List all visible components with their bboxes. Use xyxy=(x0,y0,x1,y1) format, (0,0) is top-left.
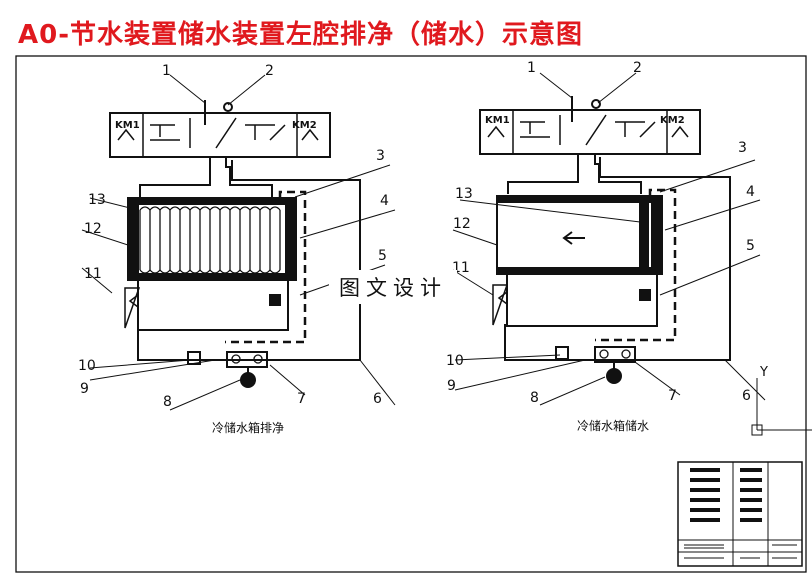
solenoid-valve xyxy=(109,112,331,158)
bellows xyxy=(139,210,281,270)
callout-6: 6 xyxy=(742,388,751,404)
callout-9: 9 xyxy=(447,378,456,394)
sheet-frame xyxy=(15,55,807,573)
callout-12: 12 xyxy=(453,216,471,232)
callout-10: 10 xyxy=(446,353,464,369)
axis-indicator xyxy=(751,378,812,436)
valve-label-km1: KM1 xyxy=(115,120,140,131)
callout-7: 7 xyxy=(668,388,677,404)
dashed-flow-path xyxy=(225,190,307,344)
right-diagram xyxy=(452,72,766,406)
callout-8: 8 xyxy=(163,394,172,410)
title-block xyxy=(677,461,803,567)
callout-2: 2 xyxy=(633,60,642,76)
callout-8: 8 xyxy=(530,390,539,406)
callout-4: 4 xyxy=(380,193,389,209)
callout-2: 2 xyxy=(265,63,274,79)
valve-port-2 xyxy=(223,102,233,112)
callout-13: 13 xyxy=(88,192,106,208)
valve-label-km2: KM2 xyxy=(292,120,317,131)
callout-6: 6 xyxy=(373,391,382,407)
callout-9: 9 xyxy=(80,381,89,397)
callout-10: 10 xyxy=(78,358,96,374)
callout-1: 1 xyxy=(527,60,536,76)
left-diagram xyxy=(81,74,396,411)
watermark-label: 图文设计 xyxy=(329,270,457,304)
water-tank xyxy=(127,197,297,281)
callout-12: 12 xyxy=(84,221,102,237)
axis-y-label: Y xyxy=(759,365,768,380)
dashed-flow-path xyxy=(595,188,677,342)
callout-13: 13 xyxy=(455,186,473,202)
callout-1: 1 xyxy=(162,63,171,79)
right-callouts: 1 2 3 4 5 6 7 8 9 10 11 12 13 KM1 KM2 冷储… xyxy=(446,60,755,433)
right-caption: 冷储水箱储水 xyxy=(577,418,649,433)
float-ball xyxy=(240,372,256,388)
left-callouts: 1 2 3 4 5 6 7 8 9 10 11 12 13 KM1 KM2 冷储… xyxy=(78,63,389,435)
valve-label-km1: KM1 xyxy=(485,115,510,126)
callout-11: 11 xyxy=(84,266,102,282)
valve-label-km2: KM2 xyxy=(660,115,685,126)
callout-5: 5 xyxy=(378,248,387,264)
callout-7: 7 xyxy=(297,391,306,407)
callout-5: 5 xyxy=(746,238,755,254)
callout-3: 3 xyxy=(376,148,385,164)
solenoid-valve xyxy=(479,109,701,155)
valve-port-2 xyxy=(591,99,601,109)
float-ball xyxy=(606,368,622,384)
left-caption: 冷储水箱排净 xyxy=(212,420,284,435)
callout-4: 4 xyxy=(746,184,755,200)
callout-3: 3 xyxy=(738,140,747,156)
page-title: A0-节水装置储水装置左腔排净（储水）示意图 xyxy=(18,20,584,50)
